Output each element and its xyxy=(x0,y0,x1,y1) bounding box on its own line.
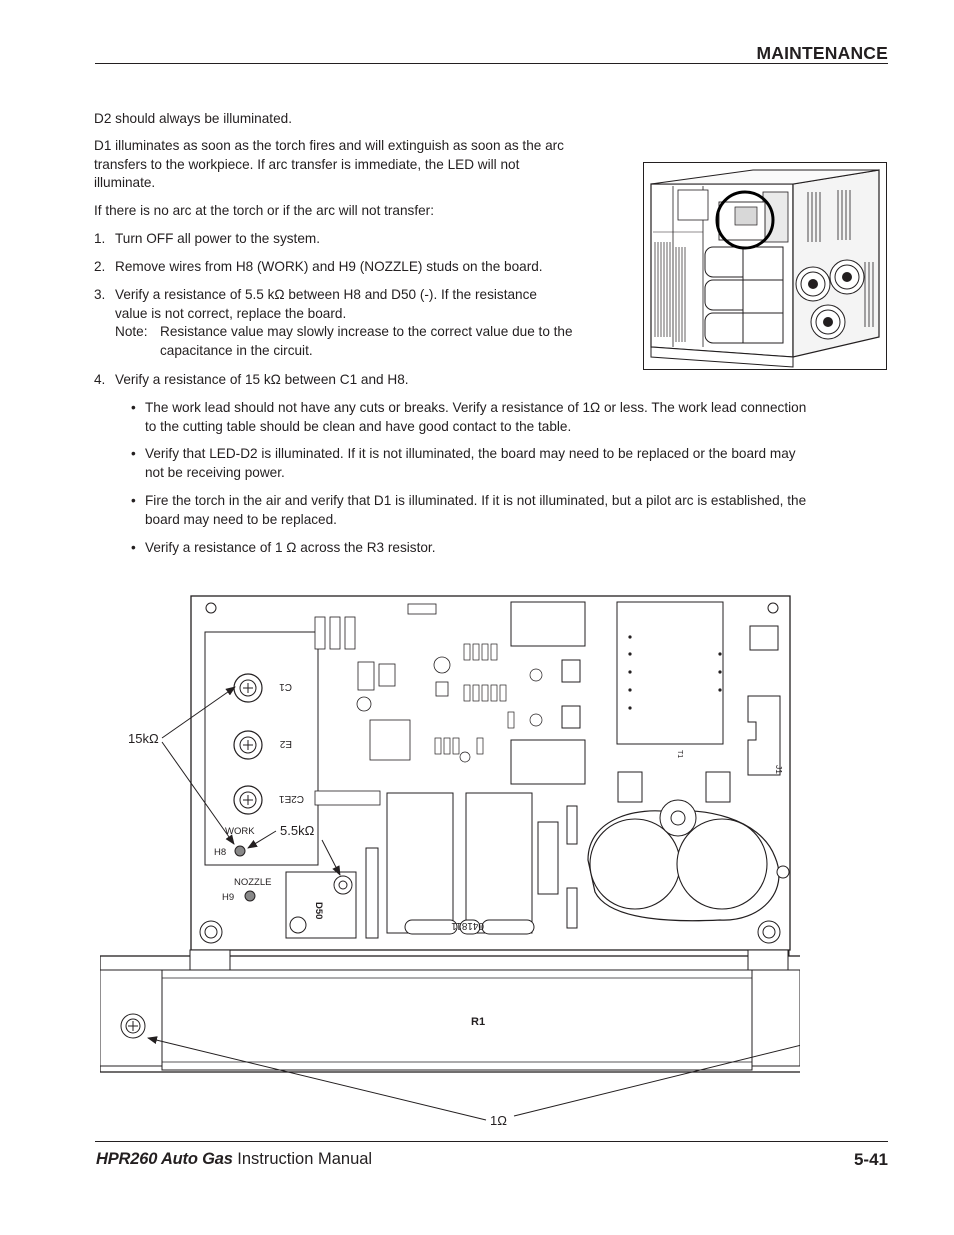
paragraph-line: D1 illuminates as soon as the torch fire… xyxy=(94,138,564,153)
page-number: 5-41 xyxy=(853,1150,888,1169)
paragraph-text: If there is no arc at the torch or if th… xyxy=(94,203,434,218)
bullet-item: • Fire the torch in the air and verify t… xyxy=(131,492,875,529)
note-line: Resistance value may slowly increase to … xyxy=(160,324,573,339)
callout-5-5k: 5.5kΩ xyxy=(280,823,315,838)
bullet-line: Verify that LED-D2 is illuminated. If it… xyxy=(145,446,796,461)
header-rule xyxy=(95,63,888,64)
footer-manual-title: HPR260 Auto Gas Instruction Manual xyxy=(96,1150,372,1169)
label-assembly-number: 041811 xyxy=(451,920,484,931)
bullet-line: board may need to be replaced. xyxy=(145,511,337,527)
label-j1: J1 xyxy=(774,765,784,774)
step-number: 2. xyxy=(94,259,106,274)
step-text: Verify a resistance of 15 kΩ between C1 … xyxy=(115,372,409,387)
label-h8: H8 xyxy=(214,847,226,858)
section-title: MAINTENANCE xyxy=(756,43,888,63)
label-r1: R1 xyxy=(471,1016,485,1028)
bullet-line: Verify a resistance of 1 Ω across the R3… xyxy=(145,540,436,555)
bullet-item: • The work lead should not have any cuts… xyxy=(131,399,875,436)
bullet-line: not be receiving power. xyxy=(145,464,285,480)
stud-e2 xyxy=(233,730,263,760)
pilot-arc-board-diagram: C1 E2 C2E1 WORK H8 NOZZLE H9 D50 xyxy=(100,595,800,1128)
paragraph-no-arc: If there is no arc at the torch or if th… xyxy=(94,202,434,221)
step-number: 3. xyxy=(94,287,106,302)
power-supply-illustration xyxy=(643,162,887,370)
paragraph-d2: D2 should always be illuminated. xyxy=(94,110,292,129)
step-number: 1. xyxy=(94,231,106,246)
label-e2: E2 xyxy=(279,738,292,749)
paragraph-line: transfers to the workpiece. If arc trans… xyxy=(94,156,520,172)
stud-c2e1 xyxy=(233,785,263,815)
bullet-line: Fire the torch in the air and verify tha… xyxy=(145,493,807,508)
footer-manual-label: Instruction Manual xyxy=(232,1150,373,1168)
bullet-line: to the cutting table should be clean and… xyxy=(145,418,572,434)
stud-c1 xyxy=(233,673,263,703)
label-t1: T1 xyxy=(676,750,683,758)
step-text: Turn OFF all power to the system. xyxy=(115,231,320,246)
callout-1ohm: 1Ω xyxy=(490,1113,507,1128)
step-number: 4. xyxy=(94,372,106,387)
note-line: capacitance in the circuit. xyxy=(160,342,313,358)
paragraph-line: illuminate. xyxy=(94,175,156,190)
step-note: Note: Resistance value may slowly increa… xyxy=(115,323,625,342)
label-h9: H9 xyxy=(222,892,234,903)
bullet-line: The work lead should not have any cuts o… xyxy=(145,400,807,415)
label-work: WORK xyxy=(225,826,255,837)
bullet-item: • Verify a resistance of 1 Ω across the … xyxy=(131,539,875,558)
footer-product-name: HPR260 Auto Gas xyxy=(96,1150,233,1168)
label-d50: D50 xyxy=(313,902,324,919)
note-label: Note: xyxy=(115,324,148,339)
step-text: Remove wires from H8 (WORK) and H9 (NOZZ… xyxy=(115,259,543,274)
step-line: value is not correct, replace the board. xyxy=(115,305,347,321)
paragraph-d1: D1 illuminates as soon as the torch fire… xyxy=(94,137,564,193)
paragraph-text: D2 should always be illuminated. xyxy=(94,111,292,126)
callout-15k: 15kΩ xyxy=(128,731,159,746)
stud-h8 xyxy=(234,845,246,857)
label-nozzle: NOZZLE xyxy=(234,877,271,888)
step-line: Verify a resistance of 5.5 kΩ between H8… xyxy=(115,287,537,302)
stud-h9 xyxy=(244,890,256,902)
label-c1: C1 xyxy=(279,681,292,692)
bullet-item: • Verify that LED-D2 is illuminated. If … xyxy=(131,445,875,482)
label-c2e1: C2E1 xyxy=(279,793,304,804)
footer-rule xyxy=(95,1141,888,1142)
